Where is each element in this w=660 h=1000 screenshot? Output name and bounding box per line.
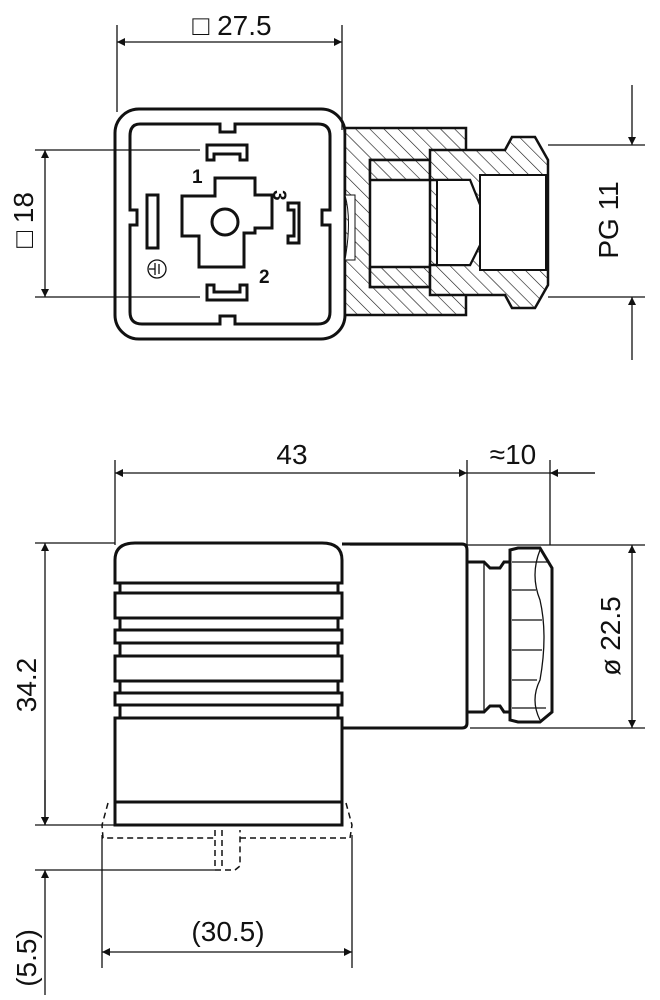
top-view: □ 27.5 □ 18 1 2 3	[8, 10, 645, 360]
ground-icon	[147, 259, 167, 279]
height-label: 34.2	[11, 658, 42, 713]
dim-contacts-18: □ 18	[8, 149, 200, 298]
gasket-width-label: (30.5)	[191, 916, 264, 947]
gasket-height-label: (5.5)	[11, 929, 42, 987]
width-label: □ 27.5	[192, 10, 271, 41]
gland-length-label: ≈10	[490, 439, 537, 470]
pin-label-3: 3	[268, 190, 289, 201]
pin-label-2: 2	[259, 267, 270, 288]
cable-gland-section	[343, 126, 550, 317]
side-view: 43 ≈10 ø 22.5 34.2	[11, 439, 645, 995]
pin-label-1: 1	[192, 167, 203, 188]
dim-gasket-5-5: (5.5)	[11, 780, 215, 995]
dim-thread-pg11: PG 11	[548, 85, 645, 360]
diameter-label: ø 22.5	[595, 596, 626, 675]
gasket-outline	[101, 802, 353, 871]
dim-gasket-30-5: (30.5)	[101, 835, 353, 968]
thread-label: PG 11	[593, 181, 624, 258]
dim-diameter-22-5: ø 22.5	[350, 544, 645, 729]
contact-spacing-label: □ 18	[8, 192, 39, 248]
length-label: 43	[276, 439, 307, 470]
housing	[113, 541, 554, 827]
dim-width-27-5: □ 27.5	[116, 10, 343, 130]
dim-height-34-2: 34.2	[11, 542, 115, 826]
socket-face: 1 2 3	[113, 107, 347, 341]
dim-length-43: 43 ≈10	[114, 439, 595, 545]
